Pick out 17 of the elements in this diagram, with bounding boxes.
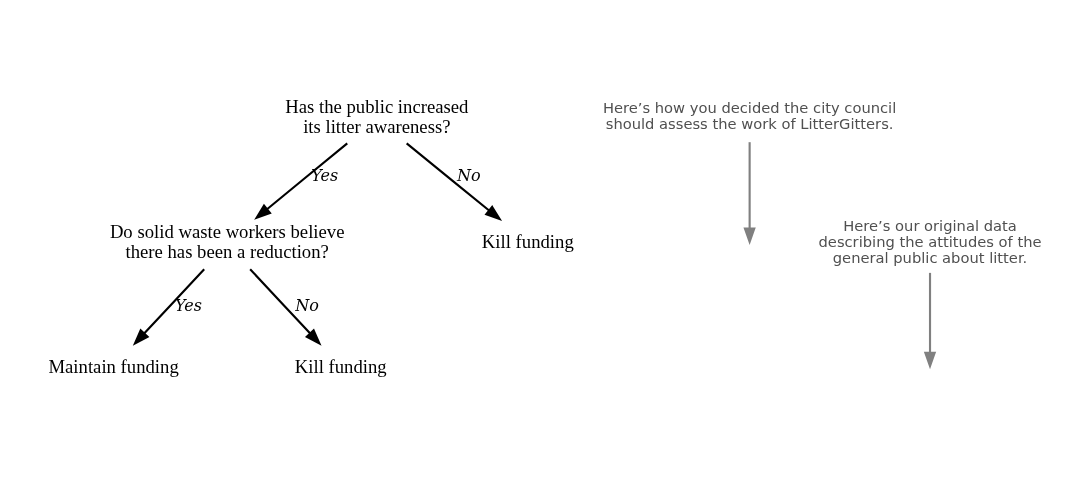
arrow — [923, 272, 937, 370]
node-text: Kill funding — [294, 355, 387, 377]
node-text: Maintain funding — [48, 355, 179, 377]
node-text: Has the public increased its litter awareness? — [285, 95, 469, 137]
arrow — [406, 142, 503, 222]
edge-label: No — [295, 295, 319, 315]
edge-label: Yes — [175, 295, 202, 315]
node-text: Kill funding — [481, 231, 574, 253]
arrow — [132, 268, 205, 346]
arrow — [254, 142, 348, 220]
edge-label: No — [457, 166, 481, 186]
arrow — [249, 268, 322, 346]
node-text: Here’s our original data describing the attitudes of the general public about litter. — [818, 217, 1042, 267]
edge-label: Yes — [311, 166, 339, 186]
node-text: Do solid waste workers believe there has been a reduction? — [109, 221, 345, 263]
node-text: Here’s how you decided the city council should assess the work of LitterGitters. — [602, 99, 897, 133]
arrow — [743, 142, 756, 246]
